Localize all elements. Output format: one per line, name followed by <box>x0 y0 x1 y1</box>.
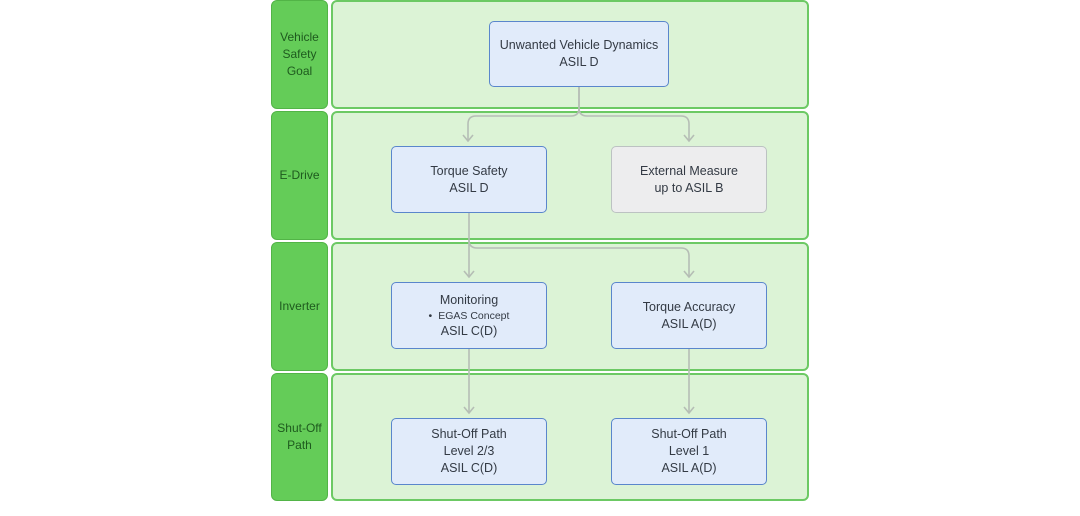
node-asil: ASIL C(D) <box>440 461 498 475</box>
node-torque-safety[interactable]: Torque Safety ASIL D <box>391 146 547 213</box>
node-level: Level 1 <box>668 444 710 458</box>
node-shutoff-path-level-1[interactable]: Shut-Off Path Level 1 ASIL A(D) <box>611 418 767 485</box>
node-asil: ASIL A(D) <box>661 316 717 331</box>
node-asil: ASIL D <box>449 180 489 195</box>
lane-label-e-drive: E-Drive <box>271 111 328 240</box>
node-title: Torque Safety <box>430 163 508 178</box>
lane-label-vehicle-safety-goal: Vehicle Safety Goal <box>271 0 328 109</box>
node-title: Unwanted Vehicle Dynamics <box>499 38 659 52</box>
lane-label-inverter: Inverter <box>271 242 328 371</box>
node-unwanted-vehicle-dynamics[interactable]: Unwanted Vehicle Dynamics ASIL D <box>489 21 669 87</box>
node-asil: ASIL A(D) <box>661 461 717 475</box>
lane-label-shut-off-path: Shut-Off Path <box>271 373 328 501</box>
node-title: Shut-Off Path <box>651 427 727 441</box>
node-shutoff-path-level-2-3[interactable]: Shut-Off Path Level 2/3 ASIL C(D) <box>391 418 547 485</box>
node-asil: ASIL D <box>559 55 599 69</box>
node-level: Level 2/3 <box>443 444 495 458</box>
node-title: Torque Accuracy <box>642 299 736 314</box>
node-torque-accuracy[interactable]: Torque Accuracy ASIL A(D) <box>611 282 767 349</box>
node-bullet-item: EGAS Concept <box>429 309 509 323</box>
node-title: External Measure <box>640 163 738 178</box>
node-external-measure[interactable]: External Measure up to ASIL B <box>611 146 767 213</box>
node-asil: up to ASIL B <box>654 180 724 195</box>
node-title: Monitoring <box>439 292 499 307</box>
node-title: Shut-Off Path <box>431 427 507 441</box>
node-asil: ASIL C(D) <box>440 323 498 338</box>
node-monitoring[interactable]: Monitoring EGAS Concept ASIL C(D) <box>391 282 547 349</box>
